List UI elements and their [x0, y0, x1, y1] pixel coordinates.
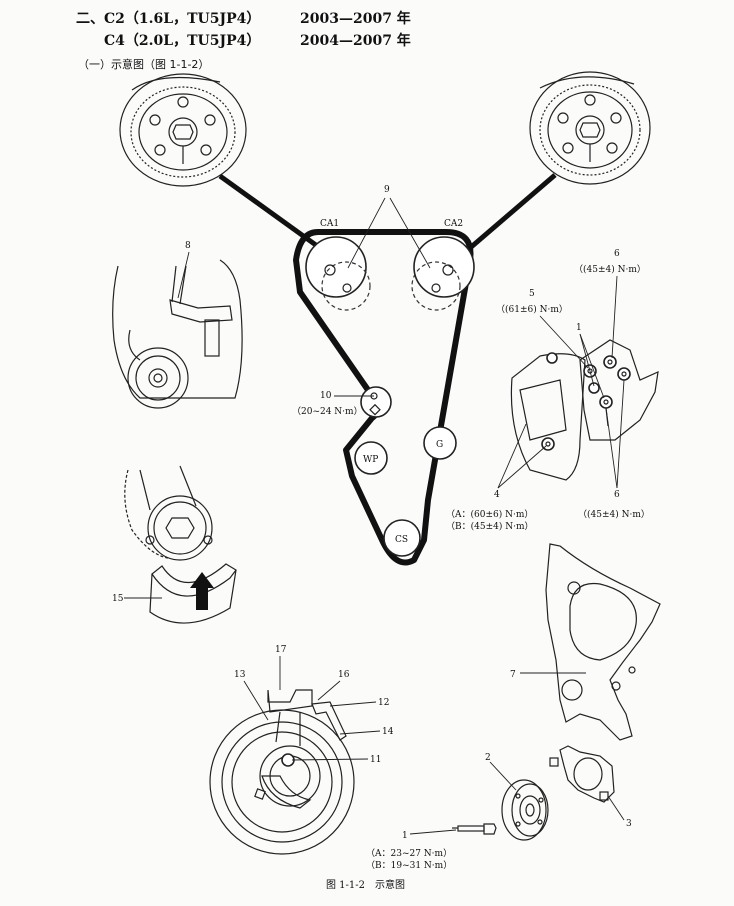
callout-1-bottom: 1: [402, 831, 408, 841]
torque-6-top: （(45±4) N·m）: [574, 264, 646, 275]
pulley-ca2-label: CA2: [444, 219, 463, 229]
callout-6-top: 6: [614, 249, 620, 259]
torque-1-b: （B：19~31 N·m）: [366, 860, 452, 871]
cam-sprocket-inset-left: [119, 73, 247, 187]
callout-1-top: 1: [576, 323, 582, 333]
callout-15: 15: [112, 594, 124, 604]
timing-belt: [293, 229, 474, 566]
tensioner-detail-inset: [209, 689, 355, 855]
pulley-cs-label: CS: [395, 535, 408, 545]
callout-3: 3: [626, 819, 632, 829]
figure-caption: 图 1-1-2 示意图: [326, 878, 405, 891]
section-title: （一）示意图（图 1-1-2）: [78, 58, 210, 71]
torque-6-bottom: （(45±4) N·m）: [578, 509, 650, 520]
pulley-ca1: [305, 236, 367, 298]
callout-12: 12: [378, 698, 389, 708]
torque-10: （20~24 N·m）: [292, 406, 363, 417]
pulley-wp: [354, 441, 388, 475]
cam-lock-inset: [112, 259, 243, 409]
torque-5: （(61±6) N·m）: [496, 304, 568, 315]
header-years-line1: 2003—2007 年: [300, 11, 411, 27]
header-years-line2: 2004—2007 年: [300, 33, 411, 49]
pulley-g-label: G: [436, 440, 443, 450]
inset-connector-right: [468, 173, 557, 250]
callout-4: 4: [494, 490, 500, 500]
callout-8: 8: [185, 241, 191, 251]
callout-17: 17: [275, 645, 287, 655]
crank-lock-inset: [124, 465, 237, 624]
callout-6-bottom: 6: [614, 490, 620, 500]
callout-14: 14: [382, 727, 394, 737]
callout-5: 5: [529, 289, 535, 299]
callout-10: 10: [320, 391, 332, 401]
callout-13: 13: [234, 670, 246, 680]
callout-9: 9: [384, 185, 390, 195]
torque-4-b: （B：(45±4) N·m）: [446, 521, 534, 532]
torque-4-a: （A：(60±6) N·m）: [446, 509, 533, 520]
callout-7: 7: [510, 670, 516, 680]
engine-mount-inset: [510, 339, 659, 481]
cam-sprocket-inset-right: [529, 71, 651, 185]
pulley-wp-label: WP: [363, 455, 378, 465]
pulley-g: [423, 426, 457, 460]
callout-16: 16: [338, 670, 350, 680]
pulley-ca1-label: CA1: [320, 219, 339, 229]
crank-pulley-parts-inset: [452, 745, 615, 841]
tensioner-pulley: [360, 386, 392, 418]
callout-11: 11: [370, 755, 381, 765]
header-model-line2: C4（2.0L，TU5JP4）: [104, 33, 261, 49]
header-model-line1: 二、C2（1.6L，TU5JP4）: [76, 11, 261, 27]
torque-1-a: （A：23~27 N·m）: [366, 848, 452, 859]
timing-cover-inset: [545, 543, 661, 741]
pulley-cs: [383, 519, 421, 557]
callout-2: 2: [485, 753, 491, 763]
